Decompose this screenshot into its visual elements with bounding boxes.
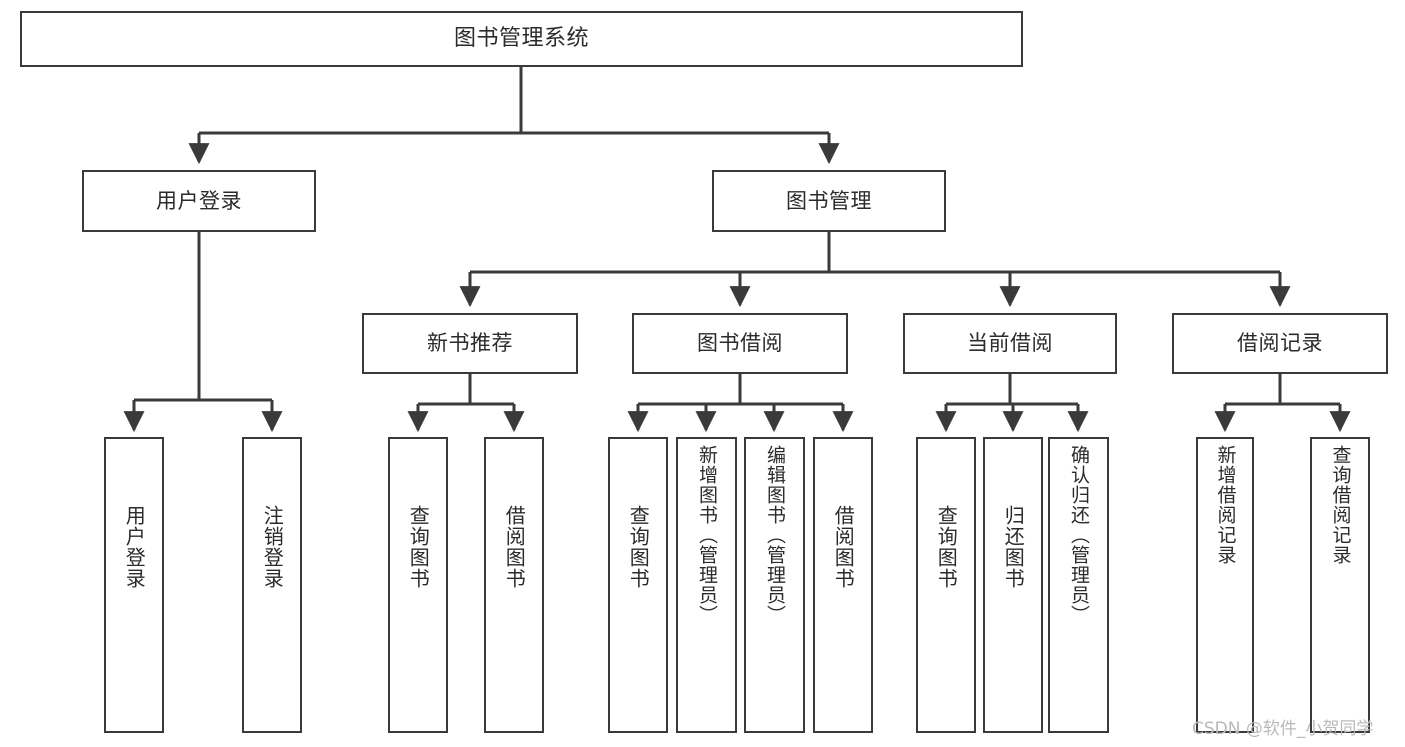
leaf-logout-login[interactable]: 注销登录	[242, 437, 302, 733]
node-book-borrow[interactable]: 图书借阅	[632, 313, 848, 374]
leaf-edit-book-admin-label: 编辑图书（管理员）	[764, 445, 787, 625]
node-new-book-recommend[interactable]: 新书推荐	[362, 313, 578, 374]
leaf-logout-login-label: 注销登录	[260, 505, 285, 589]
leaf-add-book-admin-label: 新增图书（管理员）	[696, 445, 719, 625]
leaf-confirm-return-admin[interactable]: 确认归还（管理员）	[1048, 437, 1109, 733]
node-current-borrow[interactable]: 当前借阅	[903, 313, 1117, 374]
leaf-user-login-label: 用户登录	[122, 505, 147, 589]
node-borrow-record-label: 借阅记录	[1237, 331, 1323, 356]
leaf-query-book-recommend-label: 查询图书	[406, 505, 431, 589]
leaf-return-book-label: 归还图书	[1001, 505, 1026, 589]
node-user-login[interactable]: 用户登录	[82, 170, 316, 232]
node-current-borrow-label: 当前借阅	[967, 331, 1053, 356]
csdn-watermark: CSDN @软件_小贺同学	[1192, 719, 1374, 739]
node-root-label: 图书管理系统	[453, 26, 589, 52]
node-root[interactable]: 图书管理系统	[20, 11, 1023, 67]
leaf-return-book[interactable]: 归还图书	[983, 437, 1043, 733]
leaf-borrow-book-recommend-label: 借阅图书	[502, 505, 527, 589]
node-book-borrow-label: 图书借阅	[697, 331, 783, 356]
leaf-add-book-admin[interactable]: 新增图书（管理员）	[676, 437, 737, 733]
leaf-query-book-borrow[interactable]: 查询图书	[608, 437, 668, 733]
leaf-query-book-current-label: 查询图书	[934, 505, 959, 589]
leaf-query-borrow-record-label: 查询借阅记录	[1329, 445, 1352, 565]
leaf-query-book-current[interactable]: 查询图书	[916, 437, 976, 733]
leaf-query-book-borrow-label: 查询图书	[626, 505, 651, 589]
leaf-query-borrow-record[interactable]: 查询借阅记录	[1310, 437, 1370, 733]
node-borrow-record[interactable]: 借阅记录	[1172, 313, 1388, 374]
leaf-query-book-recommend[interactable]: 查询图书	[388, 437, 448, 733]
node-new-book-recommend-label: 新书推荐	[427, 331, 513, 356]
leaf-add-borrow-record-label: 新增借阅记录	[1214, 445, 1237, 565]
leaf-edit-book-admin[interactable]: 编辑图书（管理员）	[744, 437, 805, 733]
leaf-confirm-return-admin-label: 确认归还（管理员）	[1068, 445, 1091, 625]
leaf-user-login[interactable]: 用户登录	[104, 437, 164, 733]
node-book-management-label: 图书管理	[786, 188, 872, 213]
node-book-management[interactable]: 图书管理	[712, 170, 946, 232]
node-user-login-label: 用户登录	[156, 188, 242, 213]
leaf-add-borrow-record[interactable]: 新增借阅记录	[1196, 437, 1254, 733]
leaf-borrow-book[interactable]: 借阅图书	[813, 437, 873, 733]
leaf-borrow-book-recommend[interactable]: 借阅图书	[484, 437, 544, 733]
leaf-borrow-book-label: 借阅图书	[831, 505, 856, 589]
